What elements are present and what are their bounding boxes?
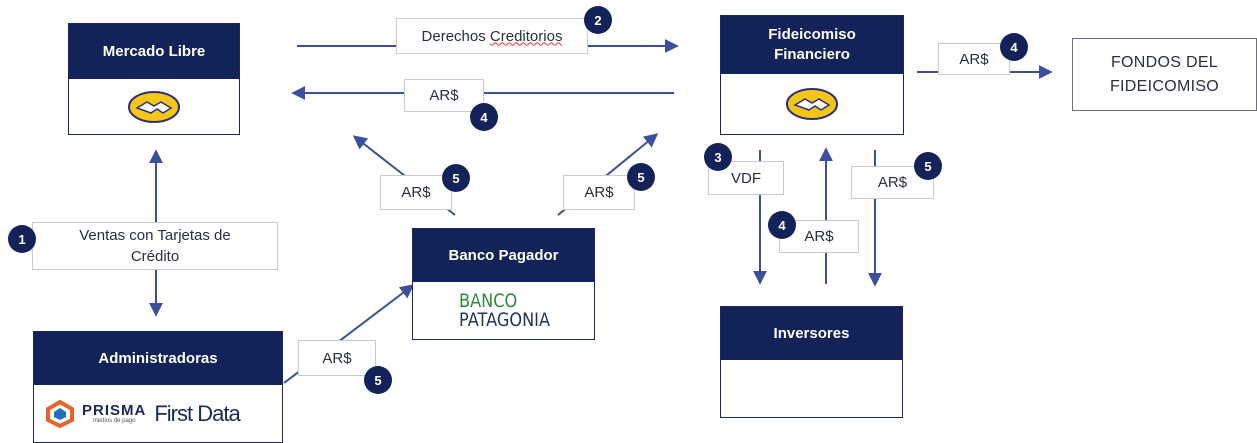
- fideicomiso-box: Fideicomiso Financiero: [720, 15, 904, 135]
- administradoras-logos: PRISMA medios de pago First Data: [34, 385, 282, 442]
- step-2-badge: 2: [584, 6, 612, 34]
- ars-label-top: AR$: [404, 79, 484, 112]
- ventas-line1: Ventas con Tarjetas de: [79, 227, 231, 244]
- banco-logo-line1: BANCO: [459, 289, 518, 312]
- ars-label-admin-to-banco: AR$: [298, 340, 376, 376]
- banco-pagador-title: Banco Pagador: [413, 229, 594, 282]
- fondos-line2: FIDEICOMISO: [1109, 77, 1220, 95]
- ventas-tarjetas-label: Ventas con Tarjetas de Crédito: [32, 222, 278, 270]
- fideicomiso-title-line1: Fideicomiso: [768, 26, 856, 43]
- step-3-badge: 3: [704, 143, 732, 171]
- fideicomiso-title-line2: Financiero: [774, 46, 850, 63]
- ars-label-inversores-mid: AR$: [779, 220, 859, 253]
- fondos-del-fideicomiso-box: FONDOS DEL FIDEICOMISO: [1072, 38, 1257, 111]
- fideicomiso-title: Fideicomiso Financiero: [721, 16, 903, 74]
- prisma-text: PRISMA: [82, 401, 147, 419]
- step-5-badge-inversores: 5: [914, 152, 942, 180]
- mercado-libre-logo: [69, 79, 239, 134]
- ventas-line2: Crédito: [130, 248, 180, 265]
- handshake-logo-icon: [786, 88, 838, 120]
- step-1-badge: 1: [8, 225, 36, 253]
- prisma-subtext: medios de pago: [92, 417, 136, 424]
- step-5-badge-right: 5: [627, 163, 655, 191]
- mercado-libre-box: Mercado Libre: [68, 23, 240, 135]
- fondos-line1: FONDOS DEL: [1110, 53, 1218, 71]
- banco-patagonia-logo: BANCO PATAGONIA: [413, 282, 594, 339]
- step-5-badge-admin: 5: [364, 366, 392, 394]
- vdf-label: VDF: [708, 161, 784, 195]
- mercado-libre-title: Mercado Libre: [69, 24, 239, 79]
- prisma-logo-icon: [46, 399, 74, 428]
- administradoras-title: Administradoras: [34, 332, 282, 385]
- handshake-logo-icon: [128, 90, 180, 123]
- step-4-badge-inversores: 4: [768, 211, 796, 239]
- ars-label-fondos: AR$: [938, 43, 1010, 75]
- banco-pagador-box: Banco Pagador BANCO PATAGONIA: [412, 228, 595, 340]
- ars-label-banco-to-fideicomiso: AR$: [563, 175, 635, 210]
- derechos-label-part1: Derechos: [421, 27, 490, 45]
- inversores-body: [721, 360, 902, 417]
- step-4-badge-fondos: 4: [1000, 33, 1028, 61]
- inversores-title: Inversores: [721, 307, 902, 360]
- administradoras-box: Administradoras PRISMA medios de pago Fi…: [33, 331, 283, 443]
- firstdata-text: First Data: [154, 400, 240, 426]
- step-4-badge-top: 4: [470, 103, 498, 131]
- inversores-box: Inversores: [720, 306, 903, 418]
- fideicomiso-logo: [721, 74, 903, 134]
- ars-label-banco-to-ml: AR$: [380, 175, 452, 210]
- derechos-label-part2: Creditorios: [489, 27, 563, 45]
- step-5-badge-left: 5: [442, 164, 470, 192]
- prisma-wordmark: PRISMA medios de pago: [82, 403, 146, 425]
- derechos-creditorios-label: Derechos Creditorios: [396, 18, 588, 54]
- banco-logo-line2: PATAGONIA: [459, 308, 551, 331]
